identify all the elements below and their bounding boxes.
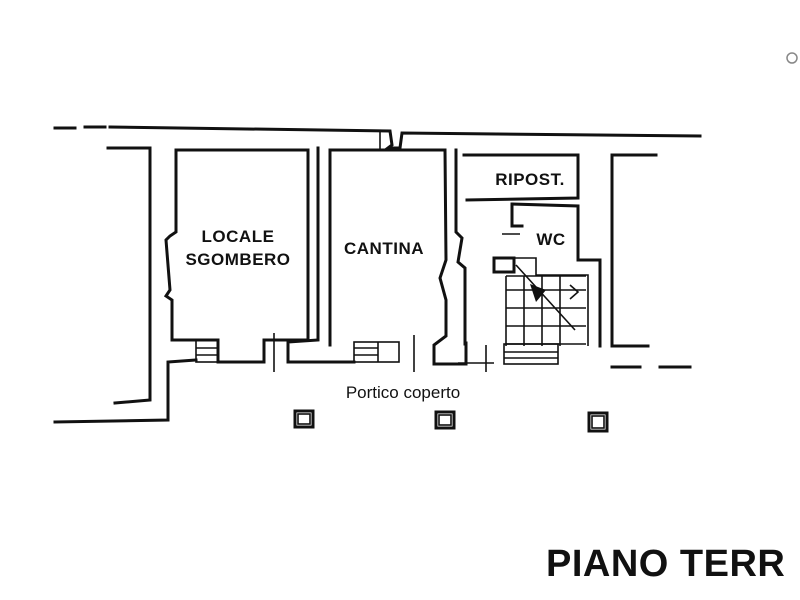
label-locale-sgombero-1: LOCALE (202, 227, 275, 246)
label-cantina: CANTINA (344, 239, 424, 258)
wall-ripostiglio (454, 148, 602, 372)
portico-pillar (587, 411, 609, 433)
corner-mark-icon (786, 52, 798, 64)
staircase (492, 256, 589, 365)
label-ripostiglio: RIPOST. (495, 170, 565, 189)
floor-title: PIANO TERR (546, 543, 785, 585)
portico-pillar (434, 410, 456, 430)
portico-pillar (293, 409, 315, 429)
wall-cantina (286, 146, 468, 372)
outer-wall-top (53, 125, 702, 150)
label-wc: WC (536, 230, 565, 249)
label-locale-sgombero-2: SGOMBERO (185, 250, 290, 269)
label-portico-coperto: Portico coperto (346, 383, 460, 402)
wall-locale-sgombero (163, 148, 310, 372)
outer-wall-right (610, 153, 692, 369)
outer-wall-left (53, 146, 198, 424)
